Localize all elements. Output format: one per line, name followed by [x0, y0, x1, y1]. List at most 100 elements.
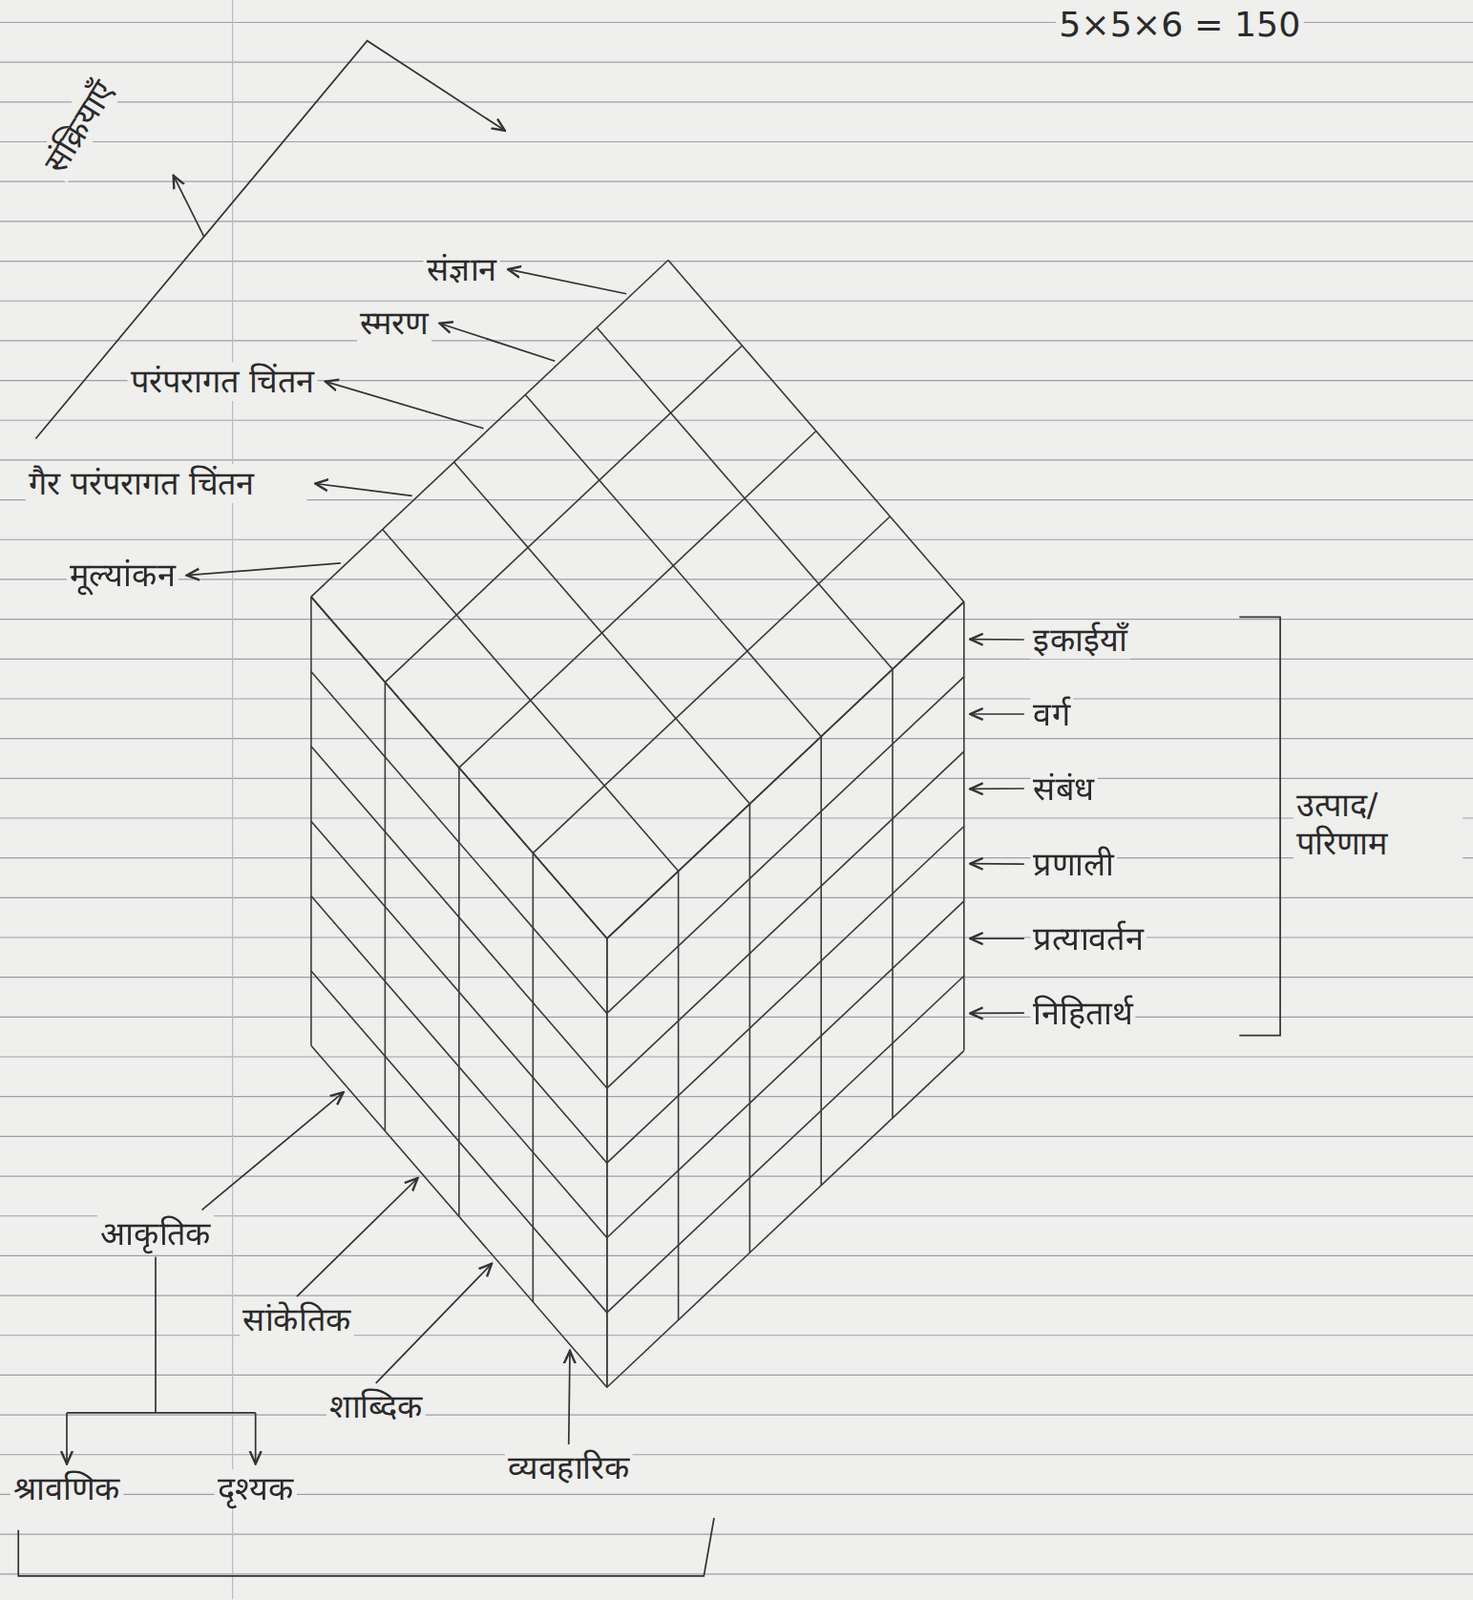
product-arrow [969, 1011, 1025, 1014]
cube-grid-line [311, 596, 608, 939]
model-formula: 5×5×6 = 150 [1055, 3, 1305, 46]
ruled-line [0, 539, 1473, 541]
cube-grid-line [607, 1051, 965, 1389]
bracket-arrow [173, 175, 205, 237]
cube-grid-line [311, 1045, 608, 1388]
ruled-line [0, 658, 1473, 660]
content-label: शाब्दिक [326, 1387, 426, 1427]
cube-grid-line [607, 676, 965, 1014]
contents-bracket [18, 1517, 715, 1577]
ruled-line [0, 1175, 1473, 1177]
ruled-line [0, 1534, 1473, 1536]
cube-grid-line [311, 259, 669, 597]
ruled-line [0, 339, 1473, 341]
ruled-line [0, 737, 1473, 739]
content-arrow [376, 1263, 492, 1384]
operation-label: संज्ञान [422, 250, 500, 290]
operation-arrow [325, 381, 484, 429]
ruled-line [0, 1016, 1473, 1018]
ruled-line [0, 778, 1473, 779]
ruled-line [0, 817, 1473, 819]
product-arrow [969, 937, 1025, 940]
cube-grid-line [525, 395, 821, 737]
operation-arrow [315, 483, 413, 496]
ruled-line [0, 101, 1473, 103]
ruled-line [0, 1453, 1473, 1455]
cube-model [311, 259, 965, 1388]
ruled-line [0, 578, 1473, 580]
product-label: संबंध [1030, 769, 1098, 809]
cube-grid-line [596, 327, 893, 670]
product-label: इकाईयाँ [1030, 620, 1131, 660]
branch-line [154, 1256, 157, 1412]
content-sublabel: दृश्यक [213, 1469, 297, 1509]
products-bracket [1239, 616, 1281, 1035]
margin-line [231, 0, 233, 1600]
product-label: प्रणाली [1030, 844, 1117, 884]
axis-title: संक्रियाएँ [34, 70, 126, 184]
ruled-line [0, 300, 1473, 302]
cube-grid-line [311, 970, 608, 1313]
cube-grid-line [311, 820, 608, 1163]
product-label: वर्ग [1030, 694, 1074, 735]
operation-arrow [507, 269, 627, 295]
ruled-line [0, 62, 1473, 64]
content-arrow [568, 1350, 570, 1445]
cube-grid-line [607, 601, 965, 939]
content-label: सांकेतिक [239, 1300, 355, 1340]
ruled-line [0, 618, 1473, 620]
operation-label: मूल्यांकन [65, 555, 179, 595]
cube-grid-line [459, 430, 817, 768]
ruled-line [0, 936, 1473, 938]
leader-lines [18, 41, 1281, 1577]
cube-grid-line [382, 529, 679, 872]
branch-arrow [65, 1412, 68, 1464]
ruled-line [0, 260, 1473, 262]
ruled-line [0, 857, 1473, 859]
product-arrow [969, 713, 1025, 716]
ruled-line [0, 1136, 1473, 1137]
cube-grid-line [607, 601, 965, 939]
cube-grid-line [311, 746, 608, 1089]
ruled-line [0, 1055, 1473, 1057]
product-label: निहितार्थ [1030, 993, 1136, 1033]
ruled-line [0, 1573, 1473, 1575]
ruled-line [0, 181, 1473, 183]
operation-label: स्मरण [357, 303, 432, 343]
ruled-line [0, 420, 1473, 421]
product-arrow [969, 862, 1025, 865]
content-arrow [202, 1092, 344, 1210]
ruled-line [0, 1374, 1473, 1376]
cube-grid-line [532, 516, 890, 854]
cube-grid-line [607, 901, 965, 1239]
cube-grid-line [454, 462, 751, 804]
ruled-line [0, 897, 1473, 899]
cube-grid-line [668, 259, 965, 602]
ruled-line [0, 141, 1473, 143]
operation-arrow [440, 323, 556, 362]
ruled-line [0, 976, 1473, 978]
ruled-line [0, 697, 1473, 699]
ruled-line [0, 1095, 1473, 1097]
ruled-line [0, 459, 1473, 461]
content-sublabel: श्रावणिक [10, 1469, 125, 1509]
ruled-line [0, 1255, 1473, 1257]
product-label: प्रत्यावर्तन [1030, 919, 1147, 959]
ruled-line [0, 1294, 1473, 1296]
cube-grid-line [607, 751, 965, 1089]
ruled-line [0, 1215, 1473, 1217]
ruled-line [0, 220, 1473, 222]
product-arrow [969, 638, 1025, 641]
cube-grid-line [607, 975, 965, 1313]
cube-grid-line [607, 826, 965, 1164]
product-arrow [969, 787, 1025, 790]
cube-grid-line [384, 345, 742, 683]
operation-arrow [187, 563, 341, 576]
content-label: व्यवहारिक [505, 1448, 633, 1488]
content-label: आकृतिक [97, 1214, 215, 1254]
ruled-line [0, 1334, 1473, 1336]
cube-grid-line [311, 896, 608, 1239]
